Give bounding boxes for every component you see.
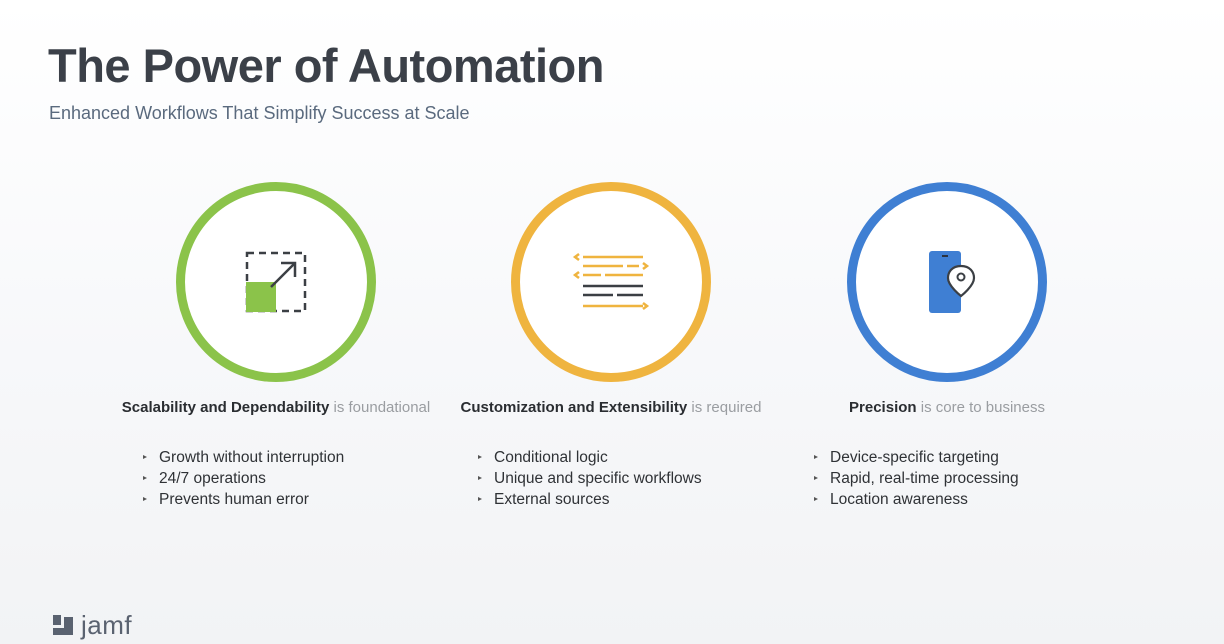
page-title: The Power of Automation: [48, 39, 604, 92]
jamf-logo-mark-icon: [53, 615, 73, 635]
page-subtitle: Enhanced Workflows That Simplify Success…: [49, 103, 470, 123]
list-item: Unique and specific workflows: [476, 468, 702, 489]
feature-heading-bold: Customization and Extensibility: [460, 399, 688, 416]
list-item: 24/7 operations: [141, 468, 344, 489]
list-item: Device-specific targeting: [812, 447, 1019, 468]
code-lines-icon: [572, 253, 650, 310]
feature-heading: Customization and Extensibility is requi…: [444, 396, 778, 419]
feature-ring: [176, 182, 376, 382]
feature-heading-bold: Precision: [849, 399, 917, 416]
jamf-logo: jamf: [51, 610, 132, 640]
list-item: Rapid, real-time processing: [812, 468, 1019, 489]
feature-heading: Scalability and Dependability is foundat…: [109, 396, 443, 419]
list-item: External sources: [476, 489, 702, 510]
feature-heading-bold: Scalability and Dependability: [121, 399, 330, 416]
phone-location-icon: [929, 251, 976, 313]
feature-heading-rest: is required: [687, 399, 762, 416]
feature-ring: [511, 182, 711, 382]
list-item: Conditional logic: [476, 447, 702, 468]
list-item: Growth without interruption: [141, 447, 344, 468]
list-item: Prevents human error: [141, 489, 344, 510]
feature-ring: [847, 182, 1047, 382]
scale-resize-icon: [245, 251, 307, 313]
logo-text: jamf: [81, 610, 133, 640]
feature-bullets: Growth without interruption 24/7 operati…: [141, 447, 344, 510]
list-item: Location awareness: [812, 489, 1019, 510]
feature-bullets: Device-specific targeting Rapid, real-ti…: [812, 447, 1019, 510]
feature-heading-rest: is foundational: [329, 399, 431, 416]
feature-heading-rest: is core to business: [916, 399, 1045, 416]
feature-bullets: Conditional logic Unique and specific wo…: [476, 447, 702, 510]
feature-heading: Precision is core to business: [780, 396, 1114, 419]
